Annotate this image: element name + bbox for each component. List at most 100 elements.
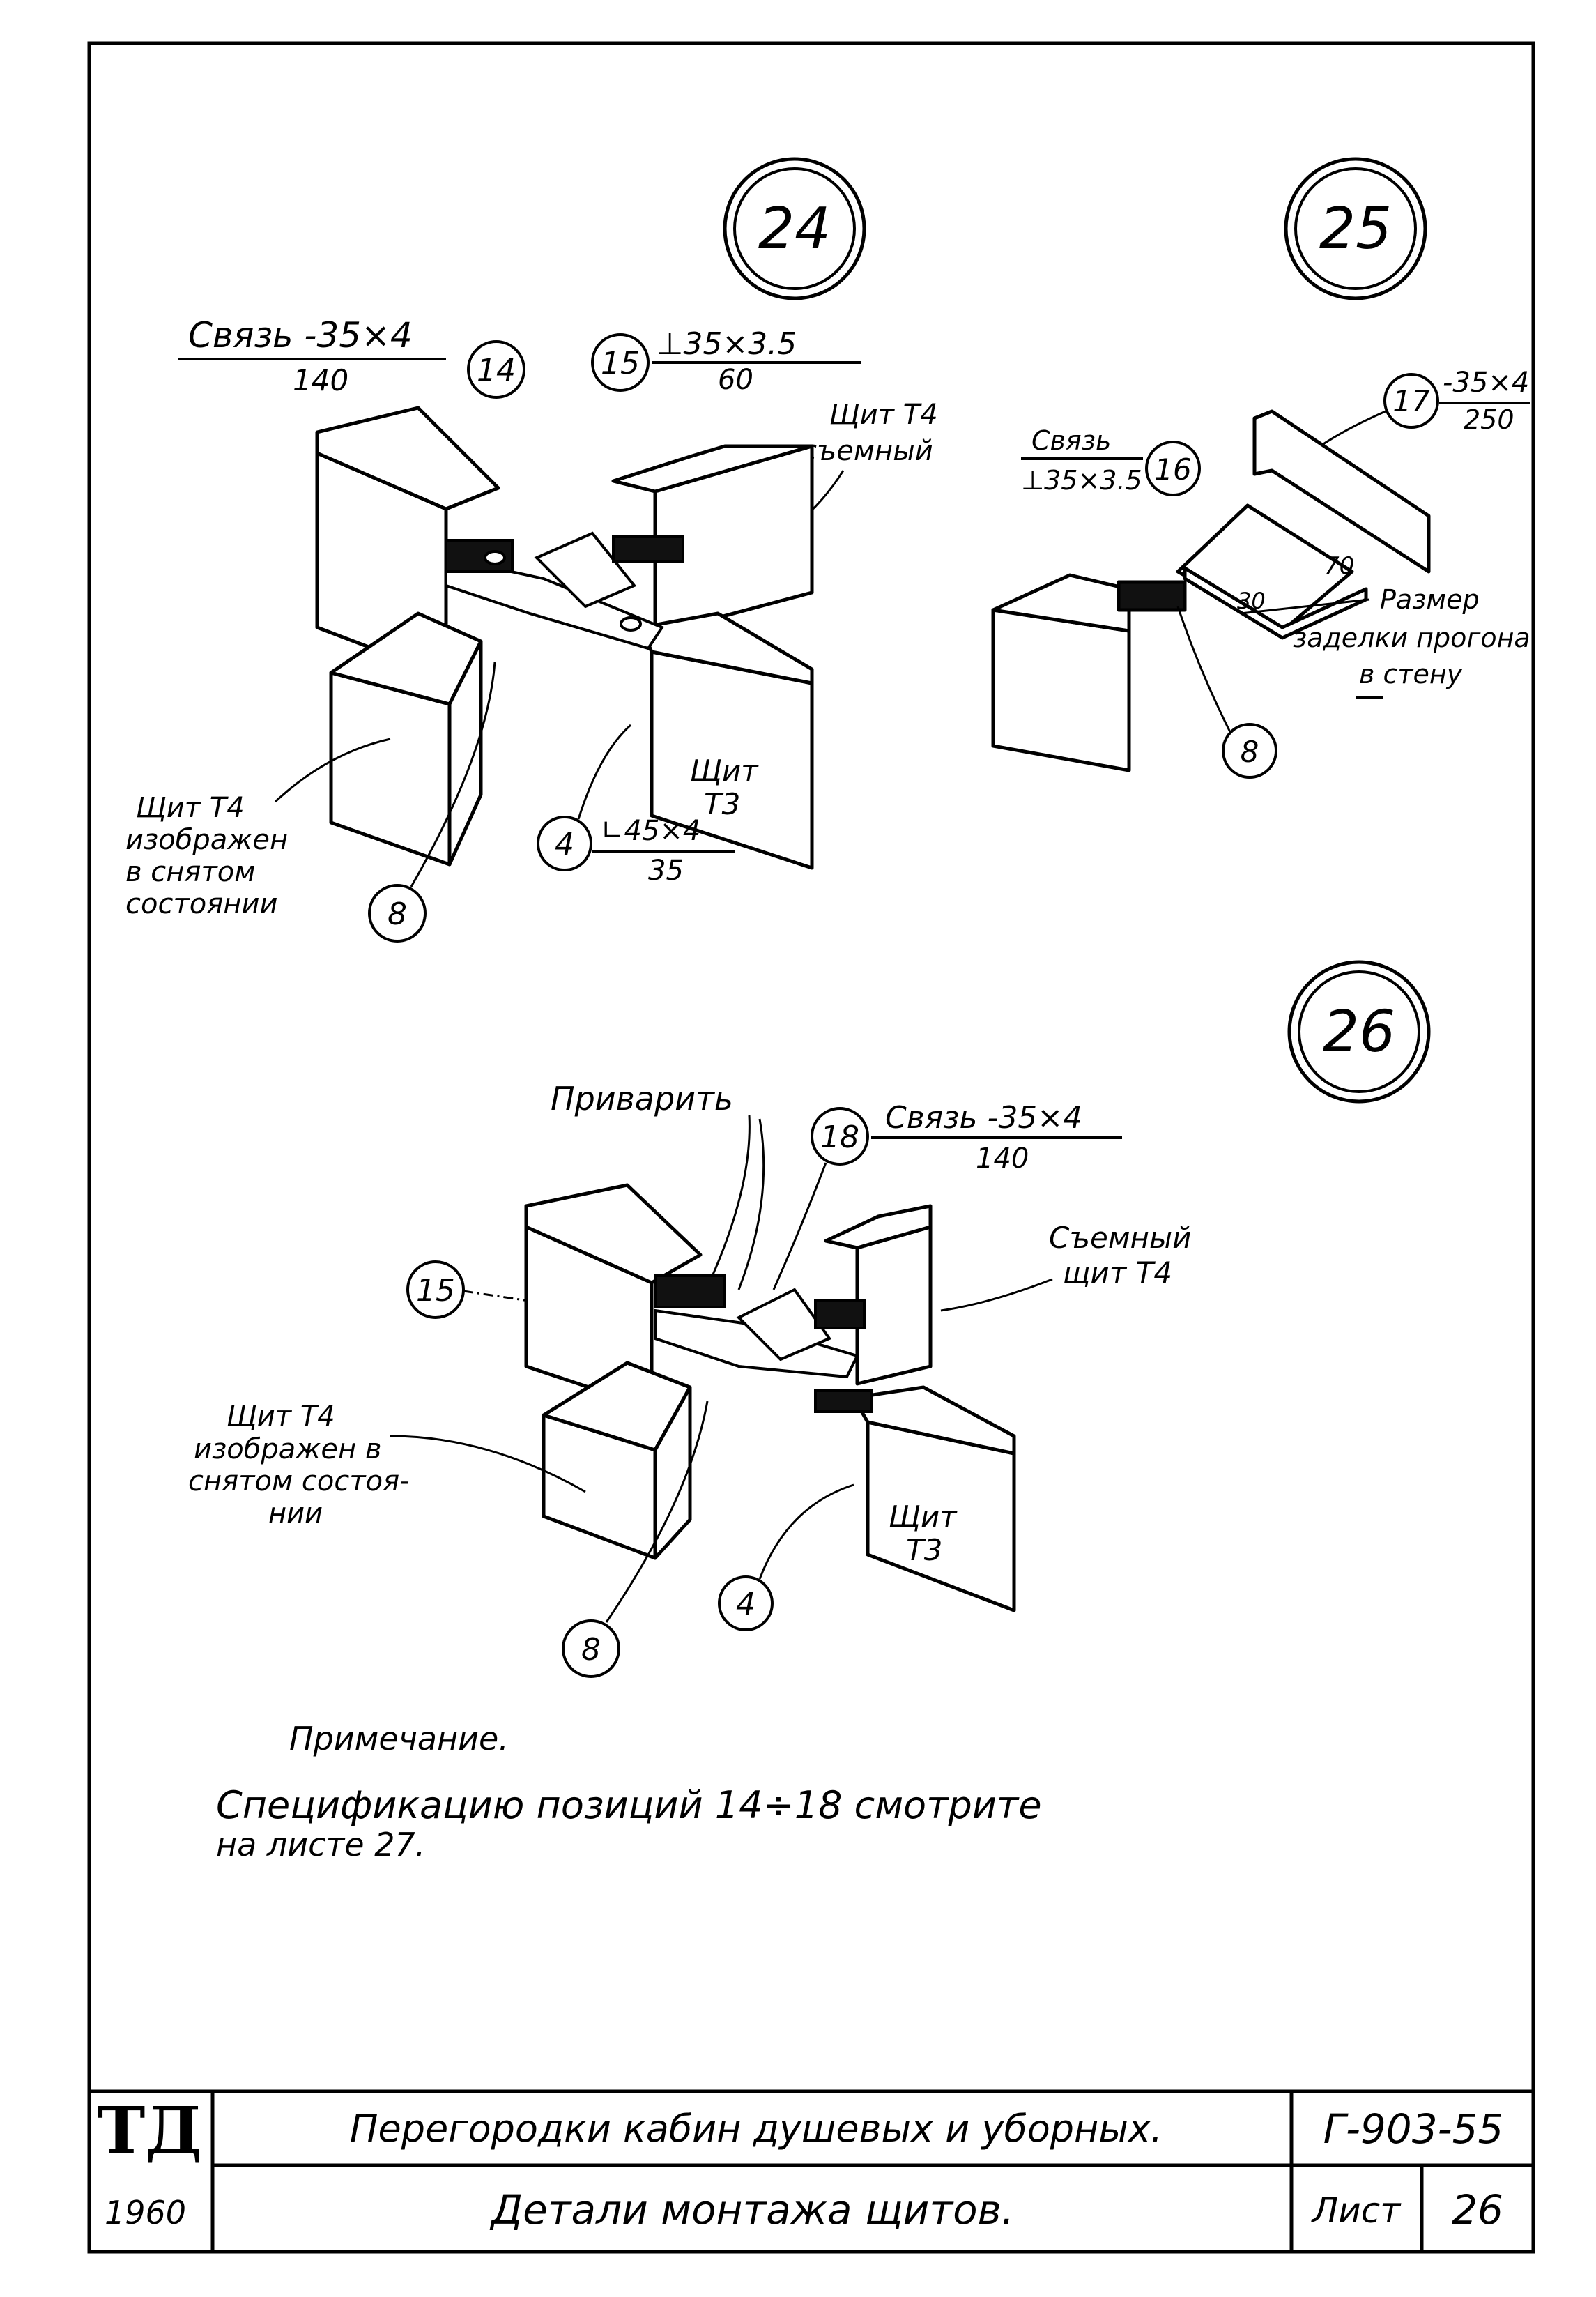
d26-weld-leader-2: [737, 1118, 765, 1290]
d24-panel-back-left-top: [315, 406, 500, 511]
d26-pos18: 18: [820, 1120, 859, 1155]
d26-pos18-circle: [811, 1107, 869, 1166]
d26-removed-l4: нии: [268, 1497, 323, 1529]
tb-year: 1960: [105, 2194, 186, 2231]
d24-removed-l2: изображен: [125, 824, 288, 856]
d26-panel-t3-l2: Т3: [906, 1533, 942, 1567]
detail-24-pos14: 14: [477, 353, 516, 388]
d25-plate-label: -35×4: [1443, 367, 1529, 399]
detail-26-circle-inner: [1298, 970, 1420, 1093]
tb-title1: Перегородки кабин душевых и уборных.: [350, 2107, 1163, 2151]
detail-24-tie-length: 140: [293, 363, 348, 397]
d25-hatch: [1117, 580, 1187, 612]
d26-hatch-3: [814, 1389, 873, 1413]
title-block: [89, 2089, 1533, 2252]
d25-dim-line: [1240, 598, 1370, 615]
d26-panel-back-right-front: [855, 1225, 933, 1386]
d24-removed-leader: [274, 738, 391, 803]
d25-pos16: 16: [1154, 452, 1191, 487]
d24-removed-l4: состоянии: [125, 888, 277, 920]
d25-size-l1: Размер: [1380, 584, 1480, 615]
detail-24-angle-length: 60: [718, 364, 753, 396]
detail-24-connector: [445, 531, 684, 650]
detail-25-circle-outer: [1284, 157, 1427, 300]
d25-panel-front: [991, 608, 1131, 772]
d26-pos8: 8: [581, 1632, 601, 1668]
d25-size-l2: заделки прогона: [1293, 623, 1530, 653]
detail-24-removable-l2: съемный: [801, 435, 933, 467]
d26-removed-l2: изображен в: [194, 1433, 381, 1465]
tb-title2: Детали монтажа щитов.: [489, 2186, 1014, 2234]
d25-tie-l1: Связь: [1031, 425, 1111, 456]
d24-angle4-length: 35: [648, 855, 684, 887]
detail-24-number: 24: [758, 196, 831, 262]
d26-pos15-circle: [406, 1260, 465, 1319]
tb-sheet-label: Лист: [1311, 2190, 1402, 2231]
d24-angle4-label: ∟45×4: [601, 815, 700, 847]
note-line1: Спецификацию позиций 14÷18 смотрите: [216, 1783, 1042, 1827]
d25-plate-length: 250: [1464, 404, 1514, 435]
detail-24-circle-outer: [723, 157, 866, 300]
d25-pos17: 17: [1392, 384, 1430, 418]
d24-pos4-circle: [537, 816, 592, 871]
detail-24-pos15-circle: [591, 333, 650, 392]
d26-angle: [736, 1288, 832, 1361]
d26-pos15: 15: [416, 1273, 455, 1308]
d26-panel-front-left-side: [653, 1385, 692, 1560]
d25-pos16-circle: [1145, 441, 1201, 496]
d24-pos4: 4: [555, 827, 574, 862]
d25-dim70: 70: [1324, 552, 1354, 580]
detail-25-number: 25: [1319, 196, 1392, 262]
d26-pos4-leader: [758, 1483, 854, 1580]
d26-hatch-1: [654, 1274, 726, 1308]
d24-pos4-leader: [577, 724, 631, 820]
tb-code: Г-903-55: [1323, 2105, 1504, 2153]
note-line2: на листе 27.: [216, 1826, 425, 1863]
detail-24-removable-l1: Щит Т4: [829, 399, 938, 431]
d25-plate-17: [1252, 409, 1431, 574]
tb-sheet-number: 26: [1452, 2186, 1503, 2234]
detail-24-circle-inner: [733, 167, 856, 290]
d26-pos8-leader: [605, 1401, 709, 1623]
d26-removed-l3: снятом состоя-: [188, 1465, 410, 1497]
d25-dim30: 30: [1237, 588, 1266, 614]
d24-hatch-2: [612, 535, 684, 563]
d26-panel-t3-l1: Щит: [889, 1499, 958, 1534]
detail-26-connector: [654, 1274, 873, 1413]
d24-pos8-circle: [368, 884, 427, 943]
d26-removable-l1: Съемный: [1049, 1221, 1191, 1255]
detail-25-parts: [991, 409, 1431, 772]
d24-angle: [534, 531, 637, 609]
d25-pos8-circle: [1222, 723, 1277, 779]
d25-tie-l2: ⊥35×3.5: [1021, 465, 1142, 496]
d26-weld: Приварить: [551, 1080, 733, 1117]
detail-24-tie-label: Связь -35×4: [188, 315, 413, 356]
d24-pos8: 8: [388, 896, 407, 932]
tb-org: ТД: [98, 2093, 202, 2168]
d26-removable-l2: щит Т4: [1063, 1256, 1172, 1290]
d26-removed-l1: Щит Т4: [227, 1401, 335, 1433]
detail-24: 24 Связь -35×4 140 14 15 ⊥35×3.5 60 Щит …: [125, 157, 938, 943]
d24-bolt-2: [620, 616, 642, 632]
d26-removed-leader: [390, 1435, 586, 1493]
d26-pos4: 4: [736, 1587, 755, 1622]
d24-plate: [445, 556, 665, 650]
d25-pos8: 8: [1241, 735, 1259, 769]
d24-panel-front-left-front: [329, 671, 452, 867]
d25-size-l3: в стену: [1359, 659, 1463, 689]
d26-panel-back-right-top: [824, 1204, 933, 1250]
d26-tie-length: 140: [976, 1143, 1029, 1175]
d24-panel-back-right-top: [611, 444, 814, 494]
note: Примечание. Спецификацию позиций 14÷18 с…: [216, 1720, 1042, 1863]
d26-removable-leader: [940, 1278, 1053, 1312]
detail-24-panels: [315, 406, 814, 870]
detail-24-pos14-circle: [467, 340, 525, 399]
detail-24-angle-label: ⊥35×3.5: [657, 326, 797, 362]
d26-panel-back-left-top: [524, 1183, 703, 1285]
d25-pos8-leader: [1176, 606, 1231, 733]
d24-pos8-leader: [410, 662, 496, 887]
detail-25: 25 17 -35×4 250 Связь ⊥35×3.5 16 70 30 Р…: [991, 157, 1530, 779]
d24-removed-l3: в снятом: [125, 856, 255, 888]
d26-panel-t3-top: [852, 1385, 1016, 1456]
